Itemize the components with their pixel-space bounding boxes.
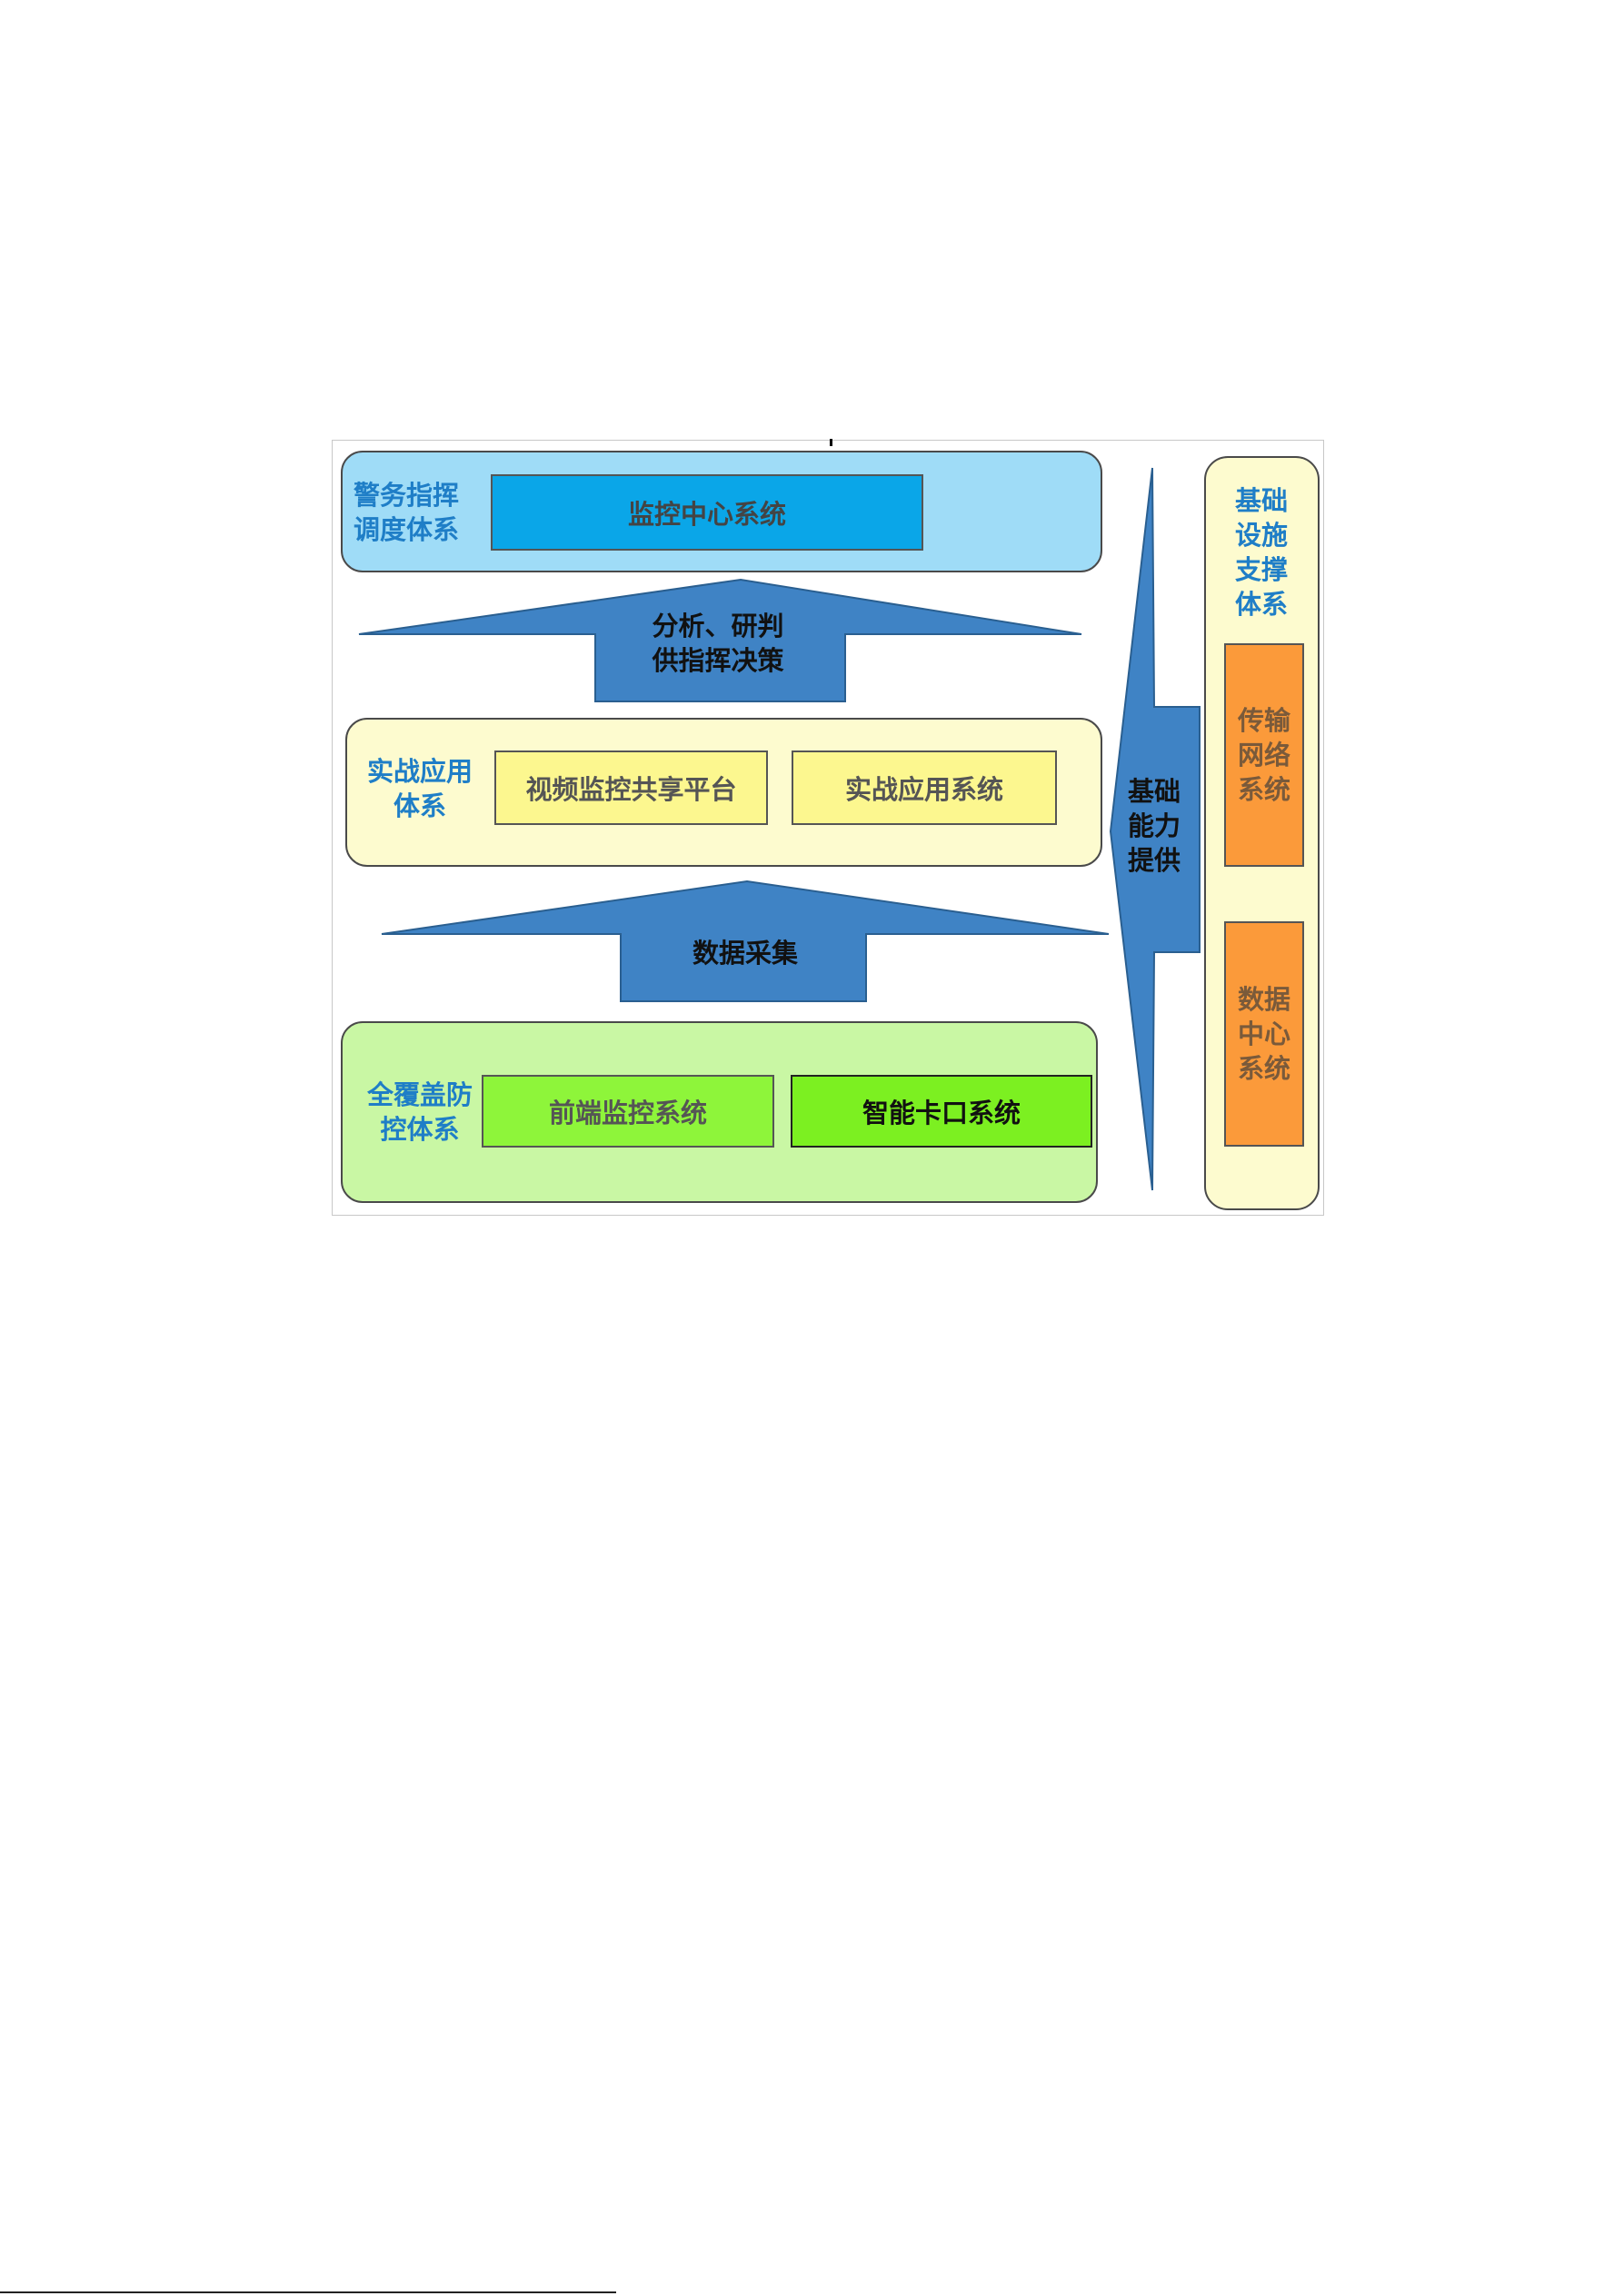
top-tick-mark <box>830 439 832 446</box>
infra-layer-label: 基础 设施 支撑 体系 <box>1218 483 1305 621</box>
defense-layer-label: 全覆盖防 控体系 <box>356 1078 483 1147</box>
frontend-monitoring-system-box: 前端监控系统 <box>482 1075 774 1148</box>
transmission-network-system-box: 传输 网络 系统 <box>1224 643 1304 867</box>
monitoring-center-system-box: 监控中心系统 <box>491 474 923 551</box>
command-layer-label: 警务指挥 调度体系 <box>347 478 465 547</box>
lower-arrow-label: 数据采集 <box>654 936 836 970</box>
app-layer-label: 实战应用 体系 <box>356 754 483 823</box>
upper-arrow-label: 分析、研判 供指挥决策 <box>627 609 809 678</box>
smart-checkpoint-system-box: 智能卡口系统 <box>791 1075 1092 1148</box>
data-center-system-box: 数据 中心 系统 <box>1224 921 1304 1147</box>
footer-rule <box>0 2291 616 2293</box>
combat-application-system-box: 实战应用系统 <box>792 750 1057 825</box>
video-sharing-platform-box: 视频监控共享平台 <box>494 750 768 825</box>
side-arrow-label: 基础 能力 提供 <box>1118 774 1191 878</box>
